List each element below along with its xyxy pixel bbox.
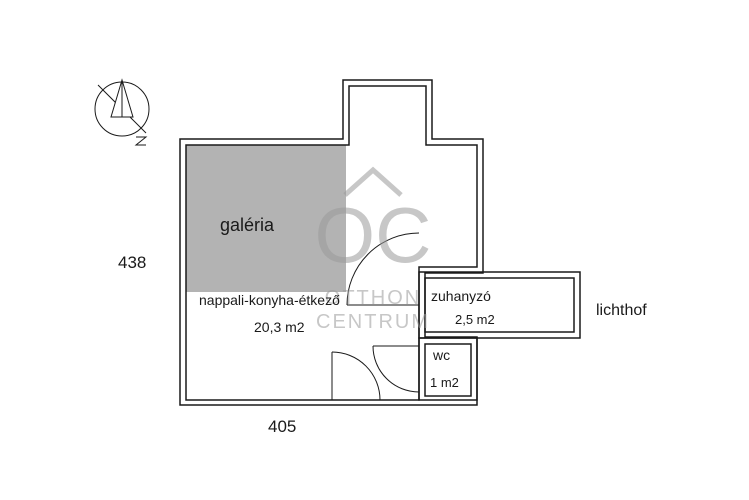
room-area-living: 20,3 m2 xyxy=(254,319,305,335)
wc-walls xyxy=(418,337,478,401)
room-label-gallery: galéria xyxy=(220,215,275,235)
door-shower xyxy=(346,232,420,306)
dimension-height: 438 xyxy=(118,253,146,272)
watermark-logo-text: OC xyxy=(315,191,432,279)
lightwell-label: lichthof xyxy=(596,302,647,319)
room-area-wc: 1 m2 xyxy=(430,375,459,390)
watermark-logo: OC OTTHON CENTRUM xyxy=(315,166,432,333)
watermark-line1: OTTHON xyxy=(325,287,421,309)
outer-walls xyxy=(179,79,484,406)
dimension-width: 405 xyxy=(268,417,296,436)
door-entrance xyxy=(331,351,381,401)
room-label-living: nappali-konyha-étkező xyxy=(199,292,340,308)
watermark-line2: CENTRUM xyxy=(316,311,430,333)
gallery-area xyxy=(186,145,346,292)
room-label-shower: zuhanyzó xyxy=(431,288,491,304)
room-label-wc: wc xyxy=(432,347,450,363)
room-area-shower: 2,5 m2 xyxy=(455,312,495,327)
door-wc xyxy=(372,345,420,393)
north-arrow-icon xyxy=(94,78,150,146)
shower-walls xyxy=(418,271,581,339)
